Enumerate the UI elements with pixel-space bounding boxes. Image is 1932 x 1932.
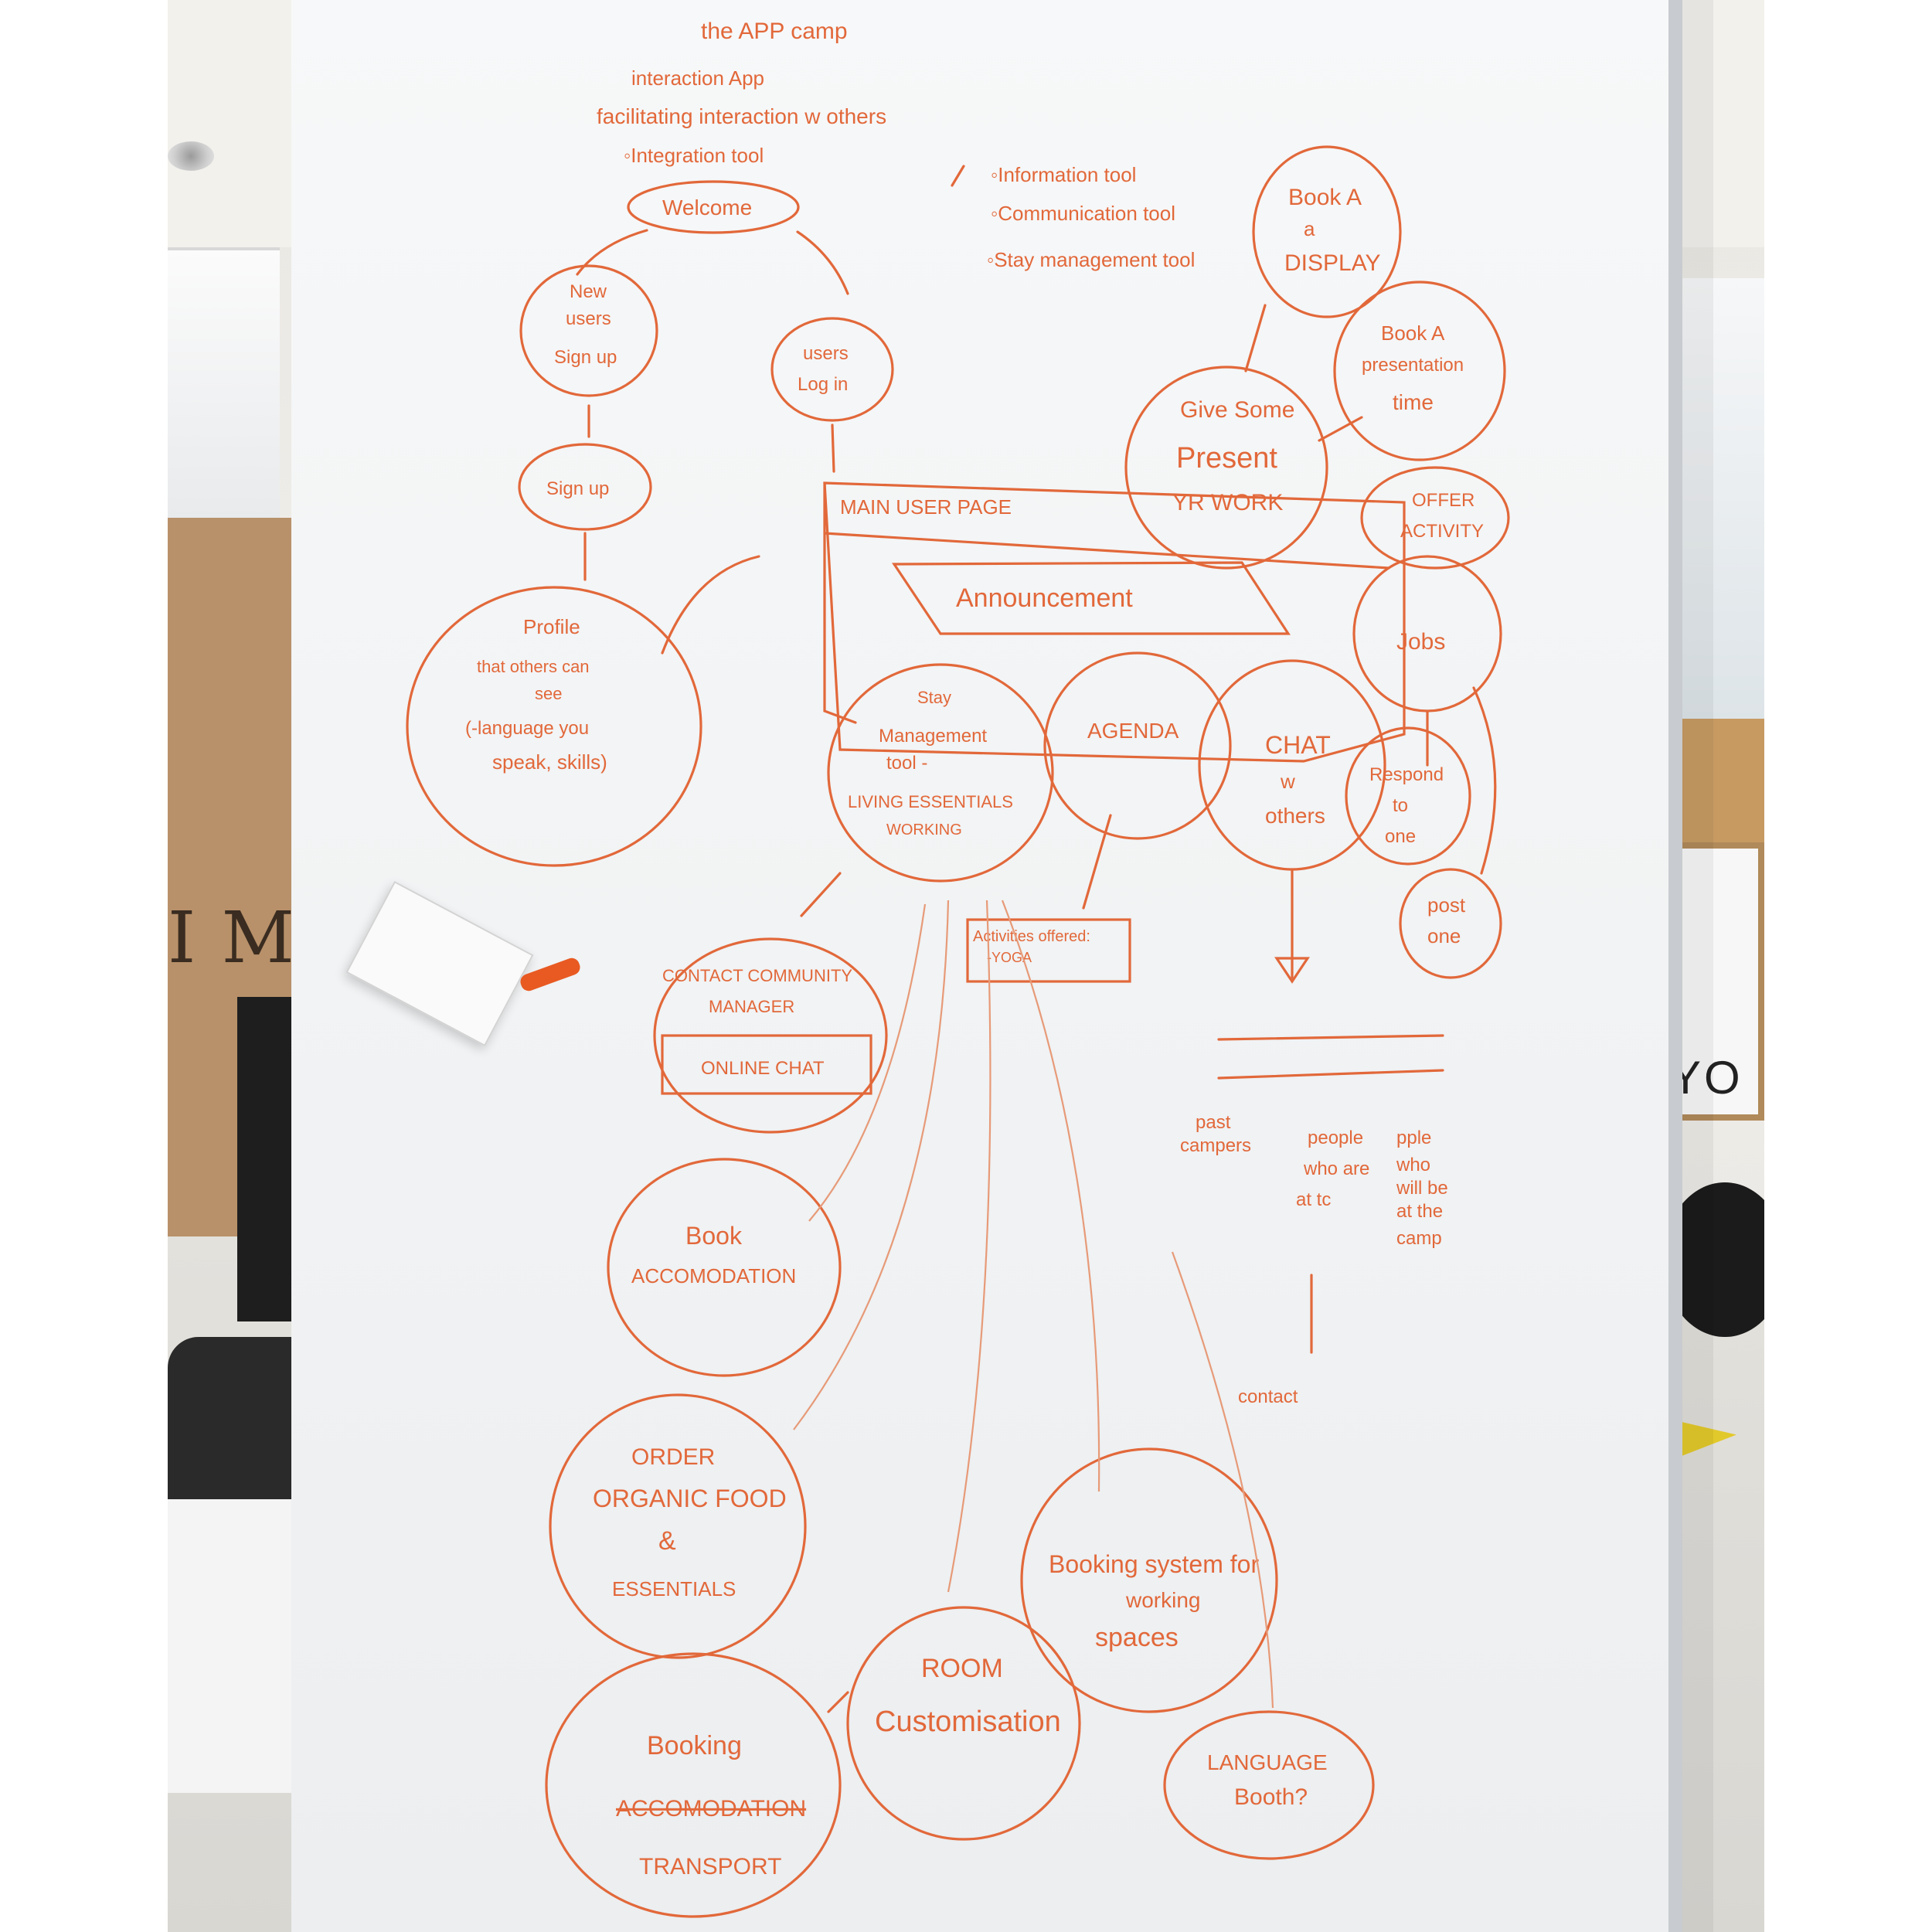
- contact-2: MANAGER: [709, 997, 794, 1016]
- book-pres-2: presentation: [1362, 355, 1464, 376]
- book-acc-1: Book: [685, 1222, 743, 1250]
- post-1: post: [1427, 893, 1466, 917]
- purpose-line-6: ◦Stay management tool: [987, 248, 1195, 271]
- chat-2: w: [1280, 770, 1295, 793]
- book-pres-1: Book A: [1381, 321, 1445, 345]
- people-tc-2: who are: [1303, 1158, 1369, 1179]
- whiteboard-drawing: the APP camp interaction App facilitatin…: [406, 19, 1510, 1918]
- online-chat: ONLINE CHAT: [701, 1058, 825, 1079]
- contact-node: contact: [1238, 1386, 1298, 1407]
- room-1: ROOM: [921, 1654, 1003, 1683]
- purpose-line-1: interaction App: [631, 66, 764, 90]
- left-window: [168, 247, 280, 521]
- announcement-node: Announcement: [956, 583, 1133, 613]
- booking-spaces-1: Booking system for: [1049, 1550, 1259, 1578]
- jobs-node: Jobs: [1396, 629, 1445, 655]
- stay-tool-4: LIVING ESSENTIALS: [848, 792, 1013, 811]
- language-2: Booth?: [1234, 1784, 1308, 1810]
- book-pres-3: time: [1393, 390, 1434, 414]
- offer-1: OFFER: [1412, 490, 1475, 511]
- order-4: ESSENTIALS: [612, 1577, 736, 1600]
- stay-tool-1: Stay: [917, 688, 951, 707]
- post-2: one: [1427, 924, 1461, 947]
- booking-spaces-2: working: [1125, 1588, 1200, 1612]
- respond-3: one: [1385, 826, 1416, 847]
- profile-5: speak, skills): [492, 750, 607, 774]
- chat-1: CHAT: [1265, 731, 1331, 759]
- people-tc-3: at tc: [1296, 1189, 1331, 1210]
- new-users-2: users: [566, 308, 611, 329]
- pple-camp-5: camp: [1396, 1228, 1442, 1249]
- activities-1: Activities offered:: [973, 928, 1090, 945]
- respond-1: Respond: [1369, 764, 1444, 785]
- users-login-2: Log in: [798, 374, 848, 395]
- stay-tool-3: tool -: [886, 753, 927, 774]
- profile-3: see: [535, 684, 562, 703]
- pple-camp-3: will be: [1396, 1178, 1448, 1199]
- past-campers-1: past: [1196, 1112, 1231, 1133]
- book-display-1: Book A: [1288, 185, 1362, 210]
- profile-2: that others can: [477, 657, 590, 676]
- book-display-2: a: [1304, 217, 1315, 240]
- book-display-3: DISPLAY: [1284, 250, 1381, 276]
- purpose-line-3: ◦Integration tool: [624, 144, 764, 167]
- order-2: ORGANIC FOOD: [593, 1485, 787, 1512]
- purpose-line-4: ◦Information tool: [991, 163, 1136, 186]
- welcome-node: Welcome: [662, 196, 752, 219]
- respond-2: to: [1393, 795, 1408, 816]
- ceiling-lamp: [168, 141, 214, 171]
- chat-3: others: [1265, 804, 1325, 828]
- main-user-page: MAIN USER PAGE: [840, 495, 1012, 519]
- contact-1: CONTACT COMMUNITY: [662, 966, 852, 985]
- profile-4: (-language you: [465, 718, 589, 739]
- book-acc-2: ACCOMODATION: [631, 1264, 796, 1287]
- profile-1: Profile: [523, 615, 580, 638]
- new-users-3: Sign up: [554, 347, 617, 368]
- title-text: the APP camp: [701, 19, 848, 44]
- language-1: LANGUAGE: [1207, 1750, 1328, 1774]
- purpose-line-5: ◦Communication tool: [991, 202, 1175, 225]
- booking-transport-1: Booking: [647, 1731, 742, 1760]
- booking-spaces-3: spaces: [1095, 1623, 1179, 1652]
- photo-background: I MO EYO the APP camp interaction App fa…: [168, 0, 1764, 1932]
- stay-tool-2: Management: [879, 726, 987, 747]
- agenda-node: AGENDA: [1087, 719, 1179, 743]
- purpose-line-2: facilitating interaction w others: [597, 104, 886, 128]
- users-login-1: users: [803, 343, 849, 364]
- booking-transport-3: TRANSPORT: [639, 1854, 781, 1879]
- people-tc-1: people: [1308, 1128, 1363, 1148]
- pple-camp-1: pple: [1396, 1128, 1431, 1148]
- past-campers-2: campers: [1180, 1135, 1251, 1156]
- new-users-1: New: [570, 281, 607, 302]
- order-1: ORDER: [631, 1444, 715, 1470]
- pple-camp-2: who: [1396, 1155, 1430, 1175]
- pple-camp-4: at the: [1396, 1201, 1443, 1222]
- booking-transport-2: ACCOMODATION: [616, 1796, 806, 1821]
- give-2: Present: [1176, 442, 1277, 474]
- give-1: Give Some: [1180, 397, 1294, 423]
- order-3: &: [658, 1526, 676, 1556]
- sign-up-node: Sign up: [546, 478, 609, 499]
- room-2: Customisation: [875, 1706, 1061, 1738]
- give-3: YR WORK: [1172, 490, 1283, 515]
- stay-tool-5: WORKING: [886, 821, 962, 838]
- offer-2: ACTIVITY: [1400, 521, 1484, 542]
- activities-2: -YOGA: [987, 950, 1032, 965]
